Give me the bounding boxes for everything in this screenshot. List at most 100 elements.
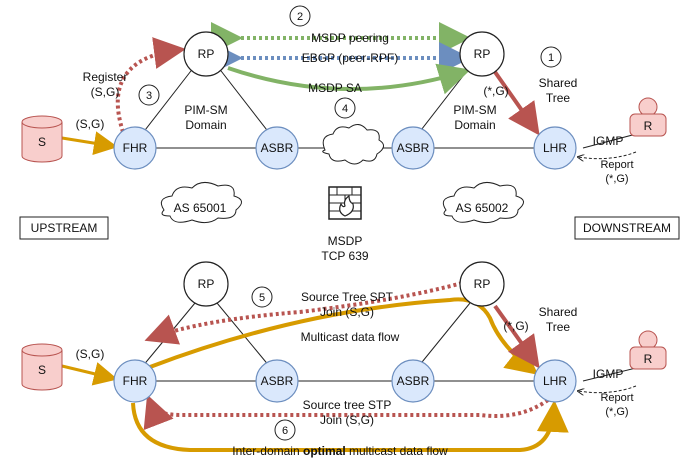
top-pim-right-1: PIM-SM — [453, 103, 496, 117]
bottom-rp2-asbr-line — [417, 302, 471, 368]
svg-text:1: 1 — [548, 52, 554, 64]
multicast-data-flow-arrow — [149, 297, 539, 375]
top-igmp-label: IGMP — [593, 134, 624, 148]
bottom-rp-fhr-line — [141, 302, 196, 368]
bottom-rp-left — [183, 261, 229, 307]
top-rp-right — [459, 31, 505, 77]
svg-text:5: 5 — [259, 292, 265, 304]
top-shared-tree-arrow — [493, 70, 540, 136]
bottom-receiver-user-icon: R — [629, 330, 667, 370]
stp-join-arrow — [143, 394, 550, 431]
bottom-fhr — [113, 359, 157, 403]
top-source-label: S — [38, 135, 46, 149]
top-pim-left-1: PIM-SM — [184, 103, 227, 117]
as-65002-label: AS 65002 — [456, 201, 509, 215]
bottom-lhr-label: LHR — [543, 374, 567, 388]
top-asbr-right — [391, 126, 435, 170]
msdp-peering-label: MSDP peering — [311, 31, 389, 45]
stp-join-label-1: Source tree STP — [303, 398, 392, 412]
as-65002-cloud: AS 65002 — [442, 182, 524, 224]
bottom-lhr — [533, 359, 577, 403]
top-report-arrow — [578, 151, 637, 159]
spt-join-label-2: Join (S,G) — [320, 305, 374, 319]
step-2-badge: 2 — [289, 5, 311, 27]
register-label: Register — [83, 70, 128, 84]
top-rp-asbr-line — [217, 66, 271, 135]
top-shared-tree-1: Shared — [539, 76, 578, 90]
bottom-shared-tree-2: Tree — [546, 320, 571, 334]
msdp-sa-label: MSDP SA — [308, 81, 362, 95]
downstream-label: DOWNSTREAM — [583, 221, 671, 235]
bottom-rp-right — [459, 261, 505, 307]
upstream-box — [19, 216, 109, 240]
top-rp-left-label: RP — [198, 47, 215, 61]
svg-text:4: 4 — [342, 103, 348, 115]
msdp-sa-arrow — [227, 63, 471, 95]
top-lhr-label: LHR — [543, 141, 567, 155]
top-lhr — [533, 126, 577, 170]
top-pim-right-2: Domain — [454, 118, 495, 132]
bottom-shared-tree-1: Shared — [539, 305, 578, 319]
step-5-badge: 5 — [251, 286, 273, 308]
register-sg-label: (S,G) — [91, 85, 120, 99]
spt-join-label-1: Source Tree SPT — [301, 290, 394, 304]
bottom-asbr-left — [255, 359, 299, 403]
bottom-source-label: S — [38, 363, 46, 377]
firewall-icon — [328, 186, 362, 220]
bottom-asbr-left-label: ASBR — [261, 374, 294, 388]
bottom-igmp-label: IGMP — [593, 367, 624, 381]
top-fhr-label: FHR — [123, 141, 148, 155]
top-pim-left-2: Domain — [185, 118, 226, 132]
upstream-label: UPSTREAM — [31, 221, 98, 235]
bottom-igmp-line — [582, 366, 641, 382]
bottom-rp-left-label: RP — [198, 277, 215, 291]
bottom-report-label: Report — [600, 392, 633, 404]
top-source-database: S — [21, 115, 63, 163]
downstream-box — [574, 216, 680, 240]
top-internet-cloud — [322, 124, 384, 165]
as-65001-label: AS 65001 — [174, 201, 227, 215]
multicast-data-flow-label: Multicast data flow — [301, 330, 400, 344]
top-fhr — [113, 126, 157, 170]
bottom-star-g-label: (*,G) — [503, 319, 528, 333]
top-igmp-line — [582, 132, 641, 149]
top-star-g-label: (*,G) — [483, 84, 508, 98]
as-65001-cloud: AS 65001 — [160, 182, 242, 224]
top-rp-left — [183, 31, 229, 77]
top-shared-tree-2: Tree — [546, 91, 571, 105]
bottom-sg-label: (S,G) — [76, 347, 105, 361]
top-asbr-left-label: ASBR — [261, 141, 294, 155]
svg-text:3: 3 — [146, 90, 152, 102]
tcp-port-label: TCP 639 — [321, 249, 368, 263]
top-report-sg: (*,G) — [605, 173, 628, 185]
step-6-badge: 6 — [274, 419, 296, 441]
top-asbr-left — [255, 126, 299, 170]
bottom-asbr-right-label: ASBR — [397, 374, 430, 388]
top-sg-label: (S,G) — [76, 117, 105, 131]
top-receiver-label: R — [644, 119, 653, 133]
bottom-rp-right-label: RP — [474, 277, 491, 291]
top-asbr-right-label: ASBR — [397, 141, 430, 155]
ebgp-label: EBGP (peer-RPF) — [302, 51, 398, 65]
top-source-arrow — [61, 131, 118, 156]
bottom-report-sg: (*,G) — [605, 406, 628, 418]
svg-text:6: 6 — [282, 425, 288, 437]
msdp-label: MSDP — [328, 234, 363, 248]
bottom-fhr-label: FHR — [123, 374, 148, 388]
bottom-asbr-right — [391, 359, 435, 403]
step-3-badge: 3 — [138, 84, 160, 106]
interdomain-optimal-flow-arrow — [131, 400, 569, 452]
top-rp-fhr-line — [141, 66, 195, 135]
bottom-source-arrow — [61, 362, 118, 386]
bottom-shared-tree-arrow — [493, 304, 540, 369]
register-arrow — [115, 37, 186, 133]
spt-join-arrow — [144, 281, 463, 345]
top-report-label: Report — [600, 159, 633, 171]
interdomain-flow-label: Inter-domain optimal multicast data flow — [232, 444, 448, 458]
stp-join-label-2: Join (S,G) — [320, 413, 374, 427]
step-1-badge: 1 — [540, 46, 562, 68]
step-4-badge: 4 — [334, 97, 356, 119]
bottom-receiver-label: R — [644, 352, 653, 366]
